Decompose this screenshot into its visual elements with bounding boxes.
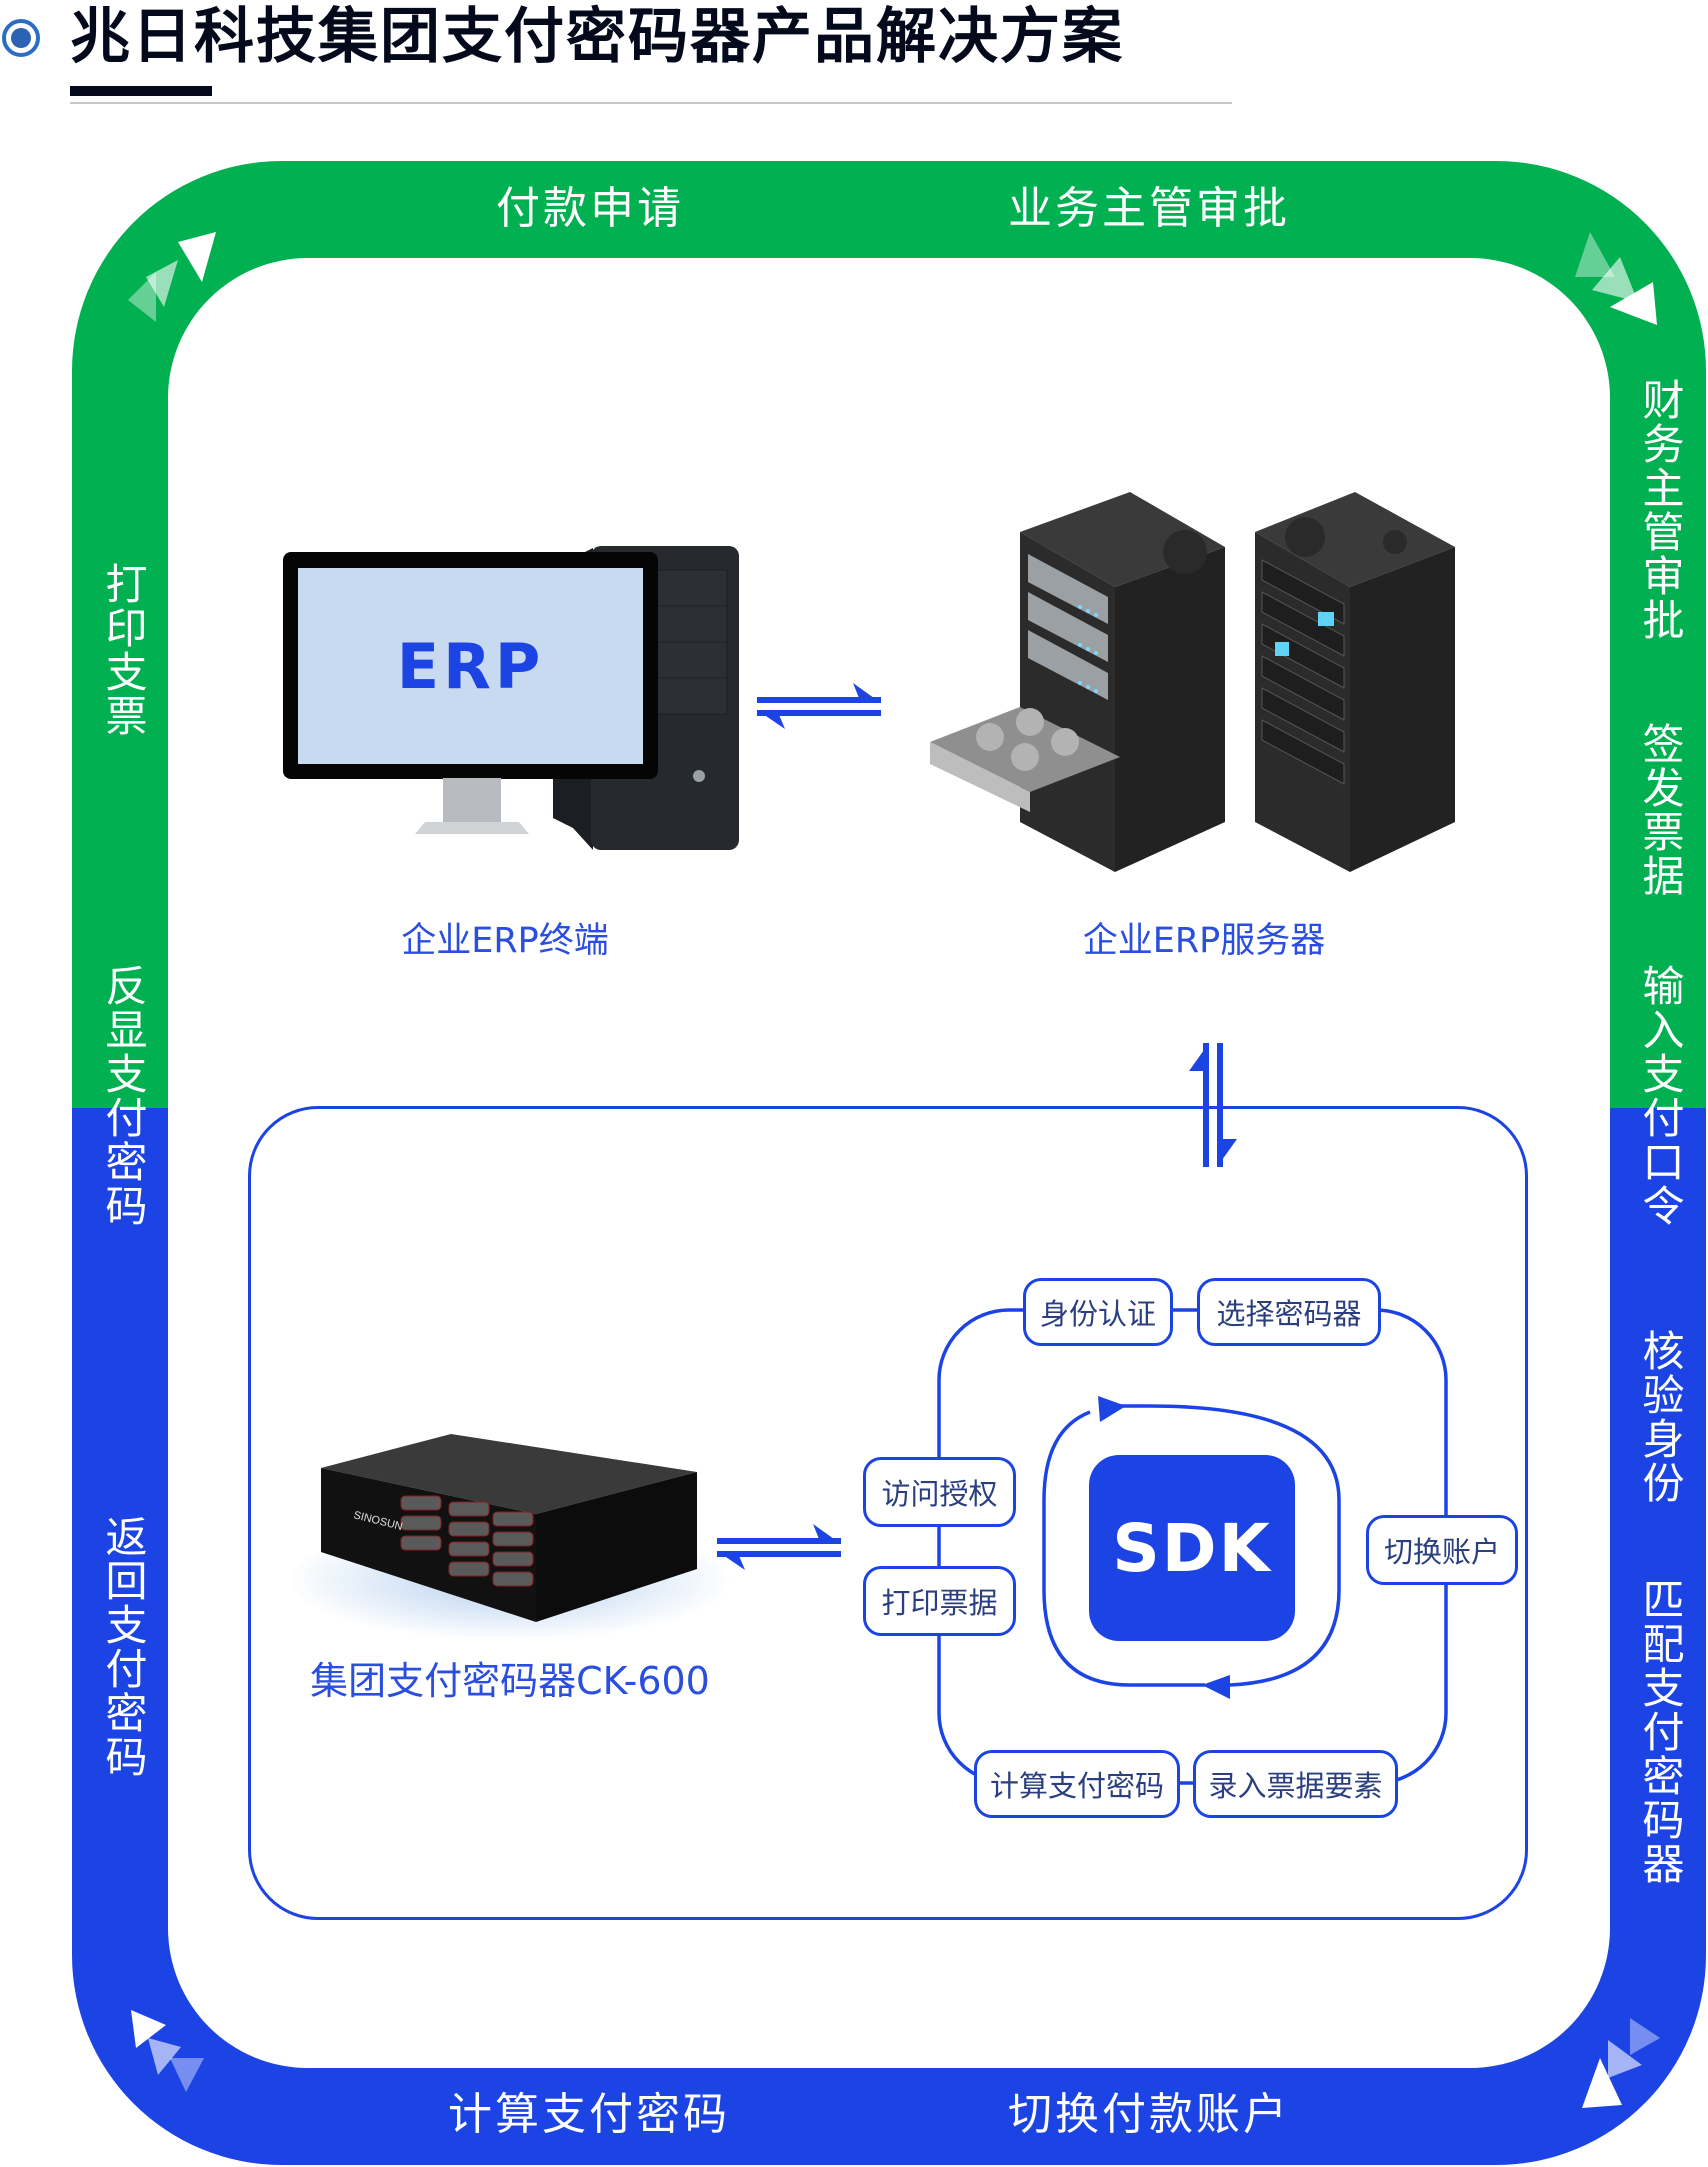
ring-step-switch-account: 切换付款账户 xyxy=(1008,2089,1290,2140)
erp-terminal-illustration: ERP xyxy=(283,520,743,850)
step-calc-password: 计算支付密码 xyxy=(974,1750,1180,1818)
ring-step-return-password: 返回支付密码 xyxy=(99,1515,148,1779)
step-access-auth: 访问授权 xyxy=(863,1457,1016,1527)
sdk-box: SDK xyxy=(1089,1455,1295,1641)
erp-screen-text: ERP xyxy=(396,629,545,703)
payment-device-panel xyxy=(248,1106,1528,1920)
ring-step-enter-password: 输入支付口令 xyxy=(1636,964,1685,1228)
monitor: ERP xyxy=(283,552,658,779)
ring-step-calc-password: 计算支付密码 xyxy=(448,2089,730,2140)
monitor-screen: ERP xyxy=(298,568,643,764)
payment-device-label: 集团支付密码器CK-600 xyxy=(310,1659,710,1703)
ring-step-issue-bill: 签发票据 xyxy=(1636,722,1685,898)
title-underline xyxy=(70,86,212,96)
step-switch-account: 切换账户 xyxy=(1366,1515,1518,1585)
arrow-up-left-icon xyxy=(131,2010,204,2092)
ring-step-verify-identity: 核验身份 xyxy=(1636,1329,1685,1505)
page-title: 兆日科技集团支付密码器产品解决方案 xyxy=(70,2,1124,72)
title-divider xyxy=(70,102,1232,104)
erp-terminal-label: 企业ERP终端 xyxy=(401,921,609,961)
payment-device-illustration: SINOSUN xyxy=(321,1434,697,1622)
ring-step-finance-approval: 财务主管审批 xyxy=(1636,378,1685,642)
ring-step-payment-request: 付款申请 xyxy=(496,183,684,234)
step-print-bill: 打印票据 xyxy=(863,1566,1016,1636)
arrow-down-right-icon xyxy=(1575,232,1657,325)
arrow-down-left-icon xyxy=(1582,2018,1660,2108)
ring-step-supervisor-approval: 业务主管审批 xyxy=(1008,183,1290,234)
step-select-device: 选择密码器 xyxy=(1197,1278,1381,1346)
erp-server-label: 企业ERP服务器 xyxy=(1082,921,1326,961)
ring-step-print-check: 打印支票 xyxy=(99,562,148,738)
loop-arrow-icon xyxy=(1098,1396,1126,1422)
erp-server-illustration xyxy=(930,492,1455,872)
loop-arrow-icon xyxy=(1202,1675,1230,1699)
bidirectional-arrow-icon xyxy=(757,683,881,729)
step-identity-auth: 身份认证 xyxy=(1023,1278,1173,1346)
inner-flow-loop xyxy=(1042,1404,1341,1687)
step-enter-bill: 录入票据要素 xyxy=(1193,1750,1398,1818)
arrow-up-right-icon xyxy=(128,232,216,322)
bidirectional-arrow-icon xyxy=(717,1524,841,1570)
title-bullet-icon xyxy=(2,19,40,57)
monitor-stand xyxy=(415,778,529,834)
ring-step-display-password: 反显支付密码 xyxy=(99,964,148,1228)
vertical-bidirectional-arrow-icon xyxy=(1189,1043,1237,1167)
ring-step-match-device: 匹配支付密码器 xyxy=(1636,1578,1685,1886)
